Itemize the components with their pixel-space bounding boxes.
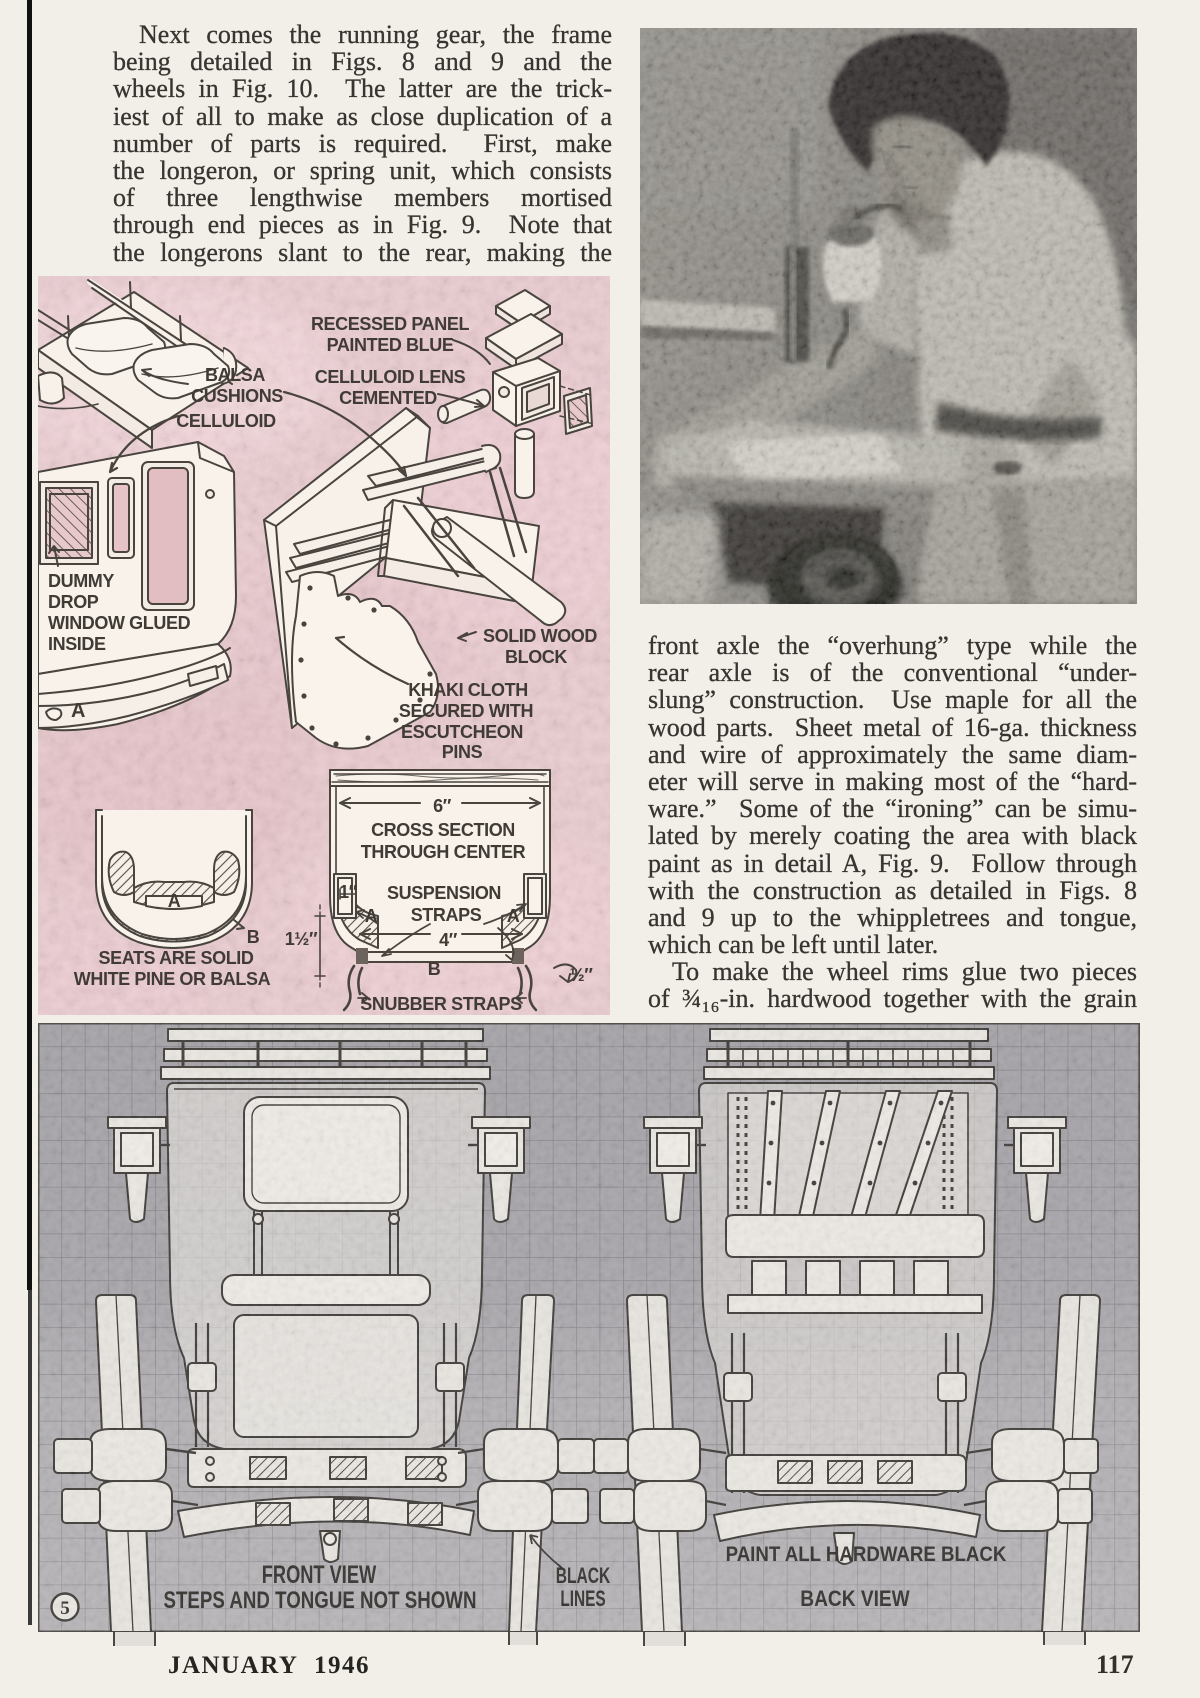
svg-text:THROUGH CENTER: THROUGH CENTER [361,842,526,862]
svg-text:SNUBBER STRAPS: SNUBBER STRAPS [360,994,522,1014]
svg-text:4″: 4″ [439,930,458,950]
svg-text:PAINTED BLUE: PAINTED BLUE [327,335,454,355]
svg-text:DROP: DROP [48,592,99,612]
svg-text:BLOCK: BLOCK [505,647,567,667]
svg-text:6″: 6″ [433,796,452,816]
svg-text:WHITE PINE OR BALSA: WHITE PINE OR BALSA [74,969,271,989]
svg-text:SECURED WITH: SECURED WITH [399,701,533,721]
svg-text:B: B [428,959,441,979]
svg-text:A: A [365,906,378,926]
svg-text:1″: 1″ [339,882,358,902]
svg-text:½″: ½″ [570,965,594,985]
svg-text:1½″: 1½″ [285,929,318,949]
svg-text:DUMMY: DUMMY [48,571,114,591]
svg-text:WINDOW GLUED: WINDOW GLUED [48,613,191,633]
svg-text:CEMENTED: CEMENTED [339,388,437,408]
svg-text:SOLID WOOD: SOLID WOOD [483,626,597,646]
svg-text:A: A [71,700,85,722]
svg-text:SEATS ARE SOLID: SEATS ARE SOLID [98,948,253,968]
svg-text:STRAPS: STRAPS [411,905,482,925]
svg-text:ESCUTCHEON: ESCUTCHEON [401,722,523,742]
svg-text:B: B [247,927,260,947]
svg-text:CELLULOID LENS: CELLULOID LENS [315,367,466,387]
svg-text:INSIDE: INSIDE [48,634,106,654]
svg-text:A: A [168,891,181,911]
svg-text:BALSA: BALSA [205,365,265,385]
svg-text:CUSHIONS: CUSHIONS [191,386,283,406]
svg-text:CROSS SECTION: CROSS SECTION [371,820,515,840]
svg-text:SUSPENSION: SUSPENSION [387,883,501,903]
svg-text:PINS: PINS [442,742,483,762]
svg-text:RECESSED PANEL: RECESSED PANEL [311,314,470,334]
svg-text:A: A [507,906,520,926]
svg-text:CELLULOID: CELLULOID [176,411,276,431]
svg-text:KHAKI CLOTH: KHAKI CLOTH [408,680,528,700]
